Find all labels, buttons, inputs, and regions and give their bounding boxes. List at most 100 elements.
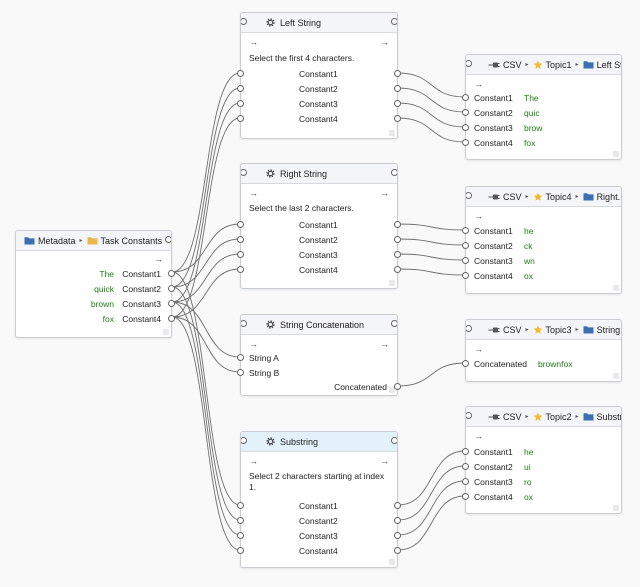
input-port-constant4[interactable]: [237, 547, 244, 554]
crumb-csv[interactable]: CSV: [503, 324, 522, 335]
resize-grip[interactable]: [389, 559, 395, 565]
crumb-task-constants[interactable]: Task Constants: [100, 235, 163, 246]
output-port-constant3[interactable]: [168, 300, 175, 307]
header-input-port[interactable]: [241, 437, 247, 444]
crumb-leaf[interactable]: Substri...: [596, 411, 621, 422]
header-output-port[interactable]: [391, 18, 397, 25]
connection-wire[interactable]: [397, 480, 466, 536]
input-port-constant1[interactable]: [462, 94, 469, 101]
concat-header[interactable]: String Concatenation: [241, 315, 397, 335]
output-port-concatenated[interactable]: [394, 383, 401, 390]
input-port-constant1[interactable]: [237, 221, 244, 228]
crumb-metadata[interactable]: Metadata: [38, 235, 76, 246]
connection-wire[interactable]: [397, 450, 466, 506]
header-input-port[interactable]: [466, 60, 472, 67]
connection-wire[interactable]: [171, 301, 241, 358]
output-port-constant2[interactable]: [394, 517, 401, 524]
right-string-header[interactable]: Right String: [241, 164, 397, 184]
input-port-concatenated[interactable]: [462, 360, 469, 367]
csv-topic1-node[interactable]: CSV ▸ Topic1 ▸ Left St... → Constant1 Th…: [462, 54, 622, 160]
output-port-constant2[interactable]: [394, 236, 401, 243]
input-port-constant3[interactable]: [462, 478, 469, 485]
input-port-constant4[interactable]: [462, 139, 469, 146]
crumb-topic[interactable]: Topic3: [545, 324, 572, 335]
header-input-port[interactable]: [466, 412, 472, 419]
input-port-constant3[interactable]: [237, 251, 244, 258]
output-port-constant3[interactable]: [394, 251, 401, 258]
input-port-constant1[interactable]: [462, 227, 469, 234]
substring-node[interactable]: Substring → → Select 2 characters starti…: [237, 431, 401, 568]
input-port-constant2[interactable]: [237, 85, 244, 92]
header-input-port[interactable]: [241, 18, 247, 25]
metadata-node-header[interactable]: Metadata ▸ Task Constants: [16, 231, 171, 251]
connection-wire[interactable]: [171, 87, 241, 288]
output-port-constant2[interactable]: [168, 285, 175, 292]
resize-grip[interactable]: [613, 505, 619, 511]
input-port-constant1[interactable]: [237, 70, 244, 77]
connection-wire[interactable]: [171, 117, 241, 318]
input-port-constant1[interactable]: [237, 502, 244, 509]
output-port-constant4[interactable]: [394, 115, 401, 122]
input-port-constant4[interactable]: [237, 266, 244, 273]
resize-grip[interactable]: [163, 329, 169, 335]
header-output-port[interactable]: [391, 169, 397, 176]
resize-grip[interactable]: [389, 387, 395, 393]
csv-topic3-header[interactable]: CSV ▸ Topic3 ▸ String...: [466, 320, 621, 340]
header-input-port[interactable]: [241, 169, 247, 176]
left-string-node[interactable]: Left String → → Select the first 4 chara…: [237, 12, 401, 139]
connection-wire[interactable]: [397, 87, 466, 113]
crumb-topic[interactable]: Topic2: [545, 411, 572, 422]
input-port-constant2[interactable]: [237, 236, 244, 243]
crumb-topic[interactable]: Topic1: [545, 59, 572, 70]
csv-topic4-node[interactable]: CSV ▸ Topic4 ▸ Right... → Constant1 he C…: [462, 186, 622, 294]
header-input-port[interactable]: [241, 320, 247, 327]
input-port-constant4[interactable]: [462, 272, 469, 279]
crumb-leaf[interactable]: Left St...: [596, 59, 621, 70]
header-output-port[interactable]: [391, 320, 397, 327]
input-port-constant2[interactable]: [462, 109, 469, 116]
connection-wire[interactable]: [171, 271, 241, 506]
output-port-constant1[interactable]: [394, 70, 401, 77]
input-port-constant3[interactable]: [237, 100, 244, 107]
input-port-constant1[interactable]: [462, 448, 469, 455]
output-port-constant3[interactable]: [394, 100, 401, 107]
connection-wire[interactable]: [397, 495, 466, 551]
header-input-port[interactable]: [466, 192, 472, 199]
right-string-node[interactable]: Right String → → Select the last 2 chara…: [237, 163, 401, 289]
connection-wire[interactable]: [397, 72, 466, 98]
connection-wire[interactable]: [171, 316, 241, 551]
resize-grip[interactable]: [389, 280, 395, 286]
substring-header[interactable]: Substring: [241, 432, 397, 452]
connection-wire[interactable]: [171, 316, 241, 373]
input-port-constant4[interactable]: [237, 115, 244, 122]
csv-topic2-header[interactable]: CSV ▸ Topic2 ▸ Substri...: [466, 407, 621, 427]
output-port-constant4[interactable]: [394, 266, 401, 273]
output-port-constant1[interactable]: [168, 270, 175, 277]
input-port-constant2[interactable]: [462, 242, 469, 249]
output-port-constant4[interactable]: [394, 547, 401, 554]
crumb-topic[interactable]: Topic4: [545, 191, 572, 202]
crumb-csv[interactable]: CSV: [503, 191, 522, 202]
connection-wire[interactable]: [397, 253, 466, 261]
header-input-port[interactable]: [466, 325, 472, 332]
connection-wire[interactable]: [171, 223, 241, 273]
output-port-constant2[interactable]: [394, 85, 401, 92]
resize-grip[interactable]: [613, 373, 619, 379]
input-port-constant3[interactable]: [462, 257, 469, 264]
input-port-constant3[interactable]: [462, 124, 469, 131]
connection-wire[interactable]: [397, 223, 466, 231]
connection-wire[interactable]: [397, 362, 466, 387]
connection-wire[interactable]: [171, 301, 241, 536]
input-port-constant2[interactable]: [237, 517, 244, 524]
resize-grip[interactable]: [389, 130, 395, 136]
crumb-leaf[interactable]: Right...: [596, 191, 621, 202]
connection-wire[interactable]: [397, 268, 466, 276]
connection-wire[interactable]: [397, 117, 466, 143]
header-output-port[interactable]: [391, 437, 397, 444]
metadata-header-port[interactable]: [165, 236, 171, 243]
connection-wire[interactable]: [171, 253, 241, 303]
connection-wire[interactable]: [171, 238, 241, 288]
input-port-string-b[interactable]: [237, 369, 244, 376]
left-string-header[interactable]: Left String: [241, 13, 397, 33]
